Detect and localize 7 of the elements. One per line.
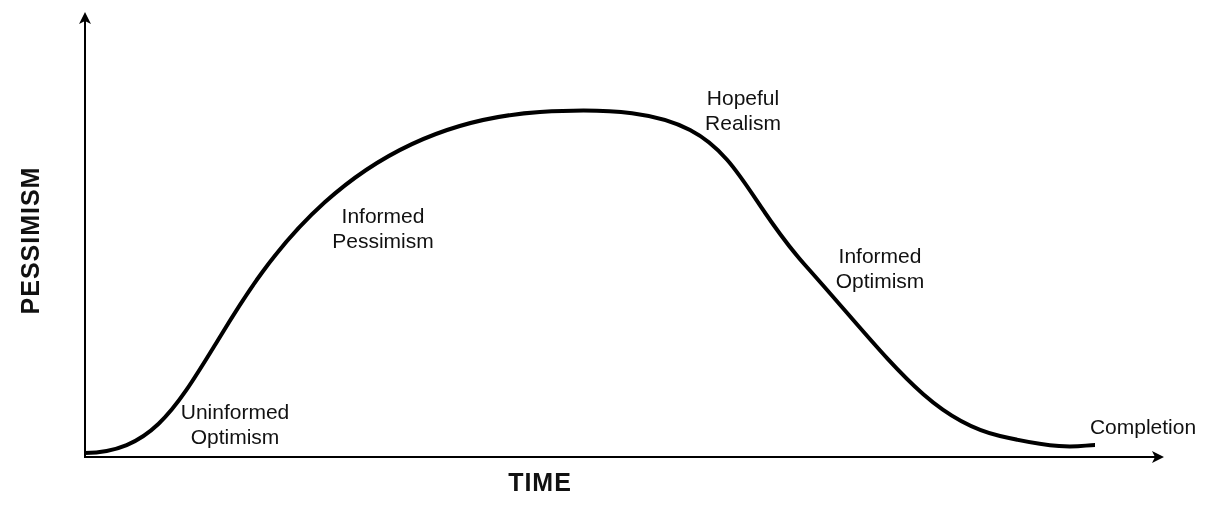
stage-label: Informed Pessimism [331, 203, 435, 253]
stage-label: Completion [1088, 414, 1198, 439]
stage-label: Uninformed Optimism [179, 399, 291, 449]
stage-label: Hopeful Realism [704, 85, 782, 135]
axis-title: PESSIMISM [17, 165, 43, 317]
stage-label: Informed Optimism [834, 243, 926, 293]
axis-title: TIME [507, 470, 573, 495]
